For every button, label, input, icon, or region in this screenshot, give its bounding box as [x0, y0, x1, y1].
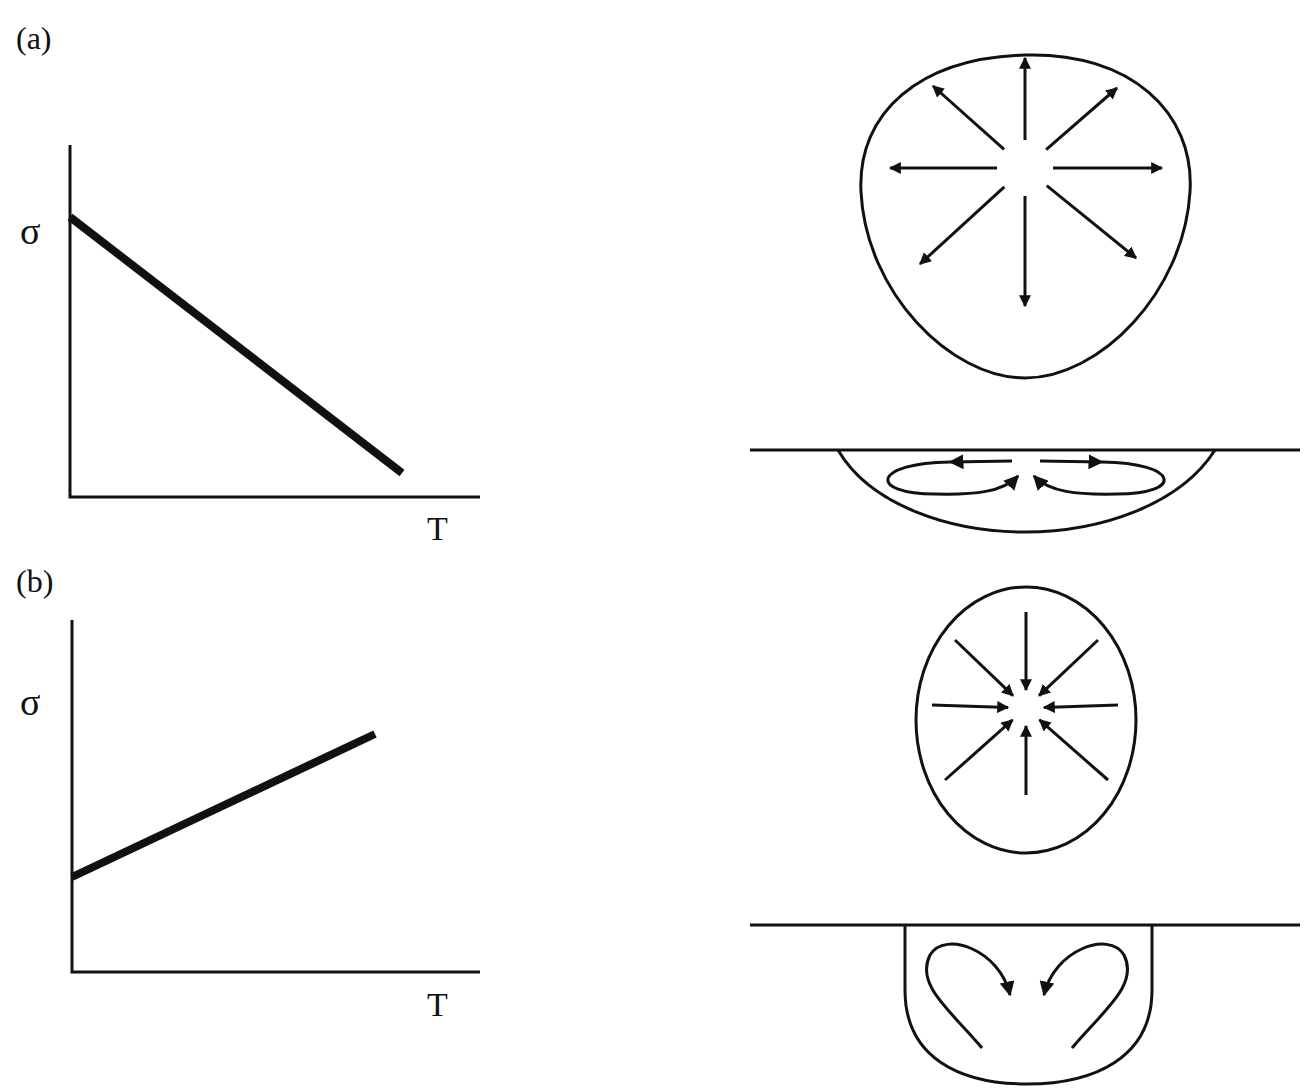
- axes: [70, 145, 480, 497]
- flow-arrow: [1024, 58, 1027, 140]
- surface-line: [750, 924, 1300, 927]
- pool-outline: [905, 925, 1152, 1084]
- inward-arrows: [932, 612, 1118, 795]
- flow-arrow: [1024, 196, 1027, 306]
- panel-label: (a): [16, 22, 52, 54]
- pool-outline: [838, 450, 1215, 532]
- flow-arrow: [932, 705, 1008, 707]
- panel-label: (b): [16, 565, 53, 597]
- pool-outline: [916, 587, 1136, 853]
- outward-arrows: [890, 58, 1162, 306]
- flow-arrow: [1040, 720, 1108, 780]
- surface-line: [750, 449, 1300, 452]
- flow-arrow: [888, 462, 1018, 494]
- flow-arrow: [890, 167, 997, 170]
- sigma-curve: [70, 217, 402, 473]
- flow-arrow: [955, 640, 1013, 696]
- flow-arrow: [945, 720, 1013, 780]
- flow-arrow: [1053, 167, 1162, 170]
- pool-section-a: [750, 450, 1300, 532]
- graph-b: [72, 620, 480, 972]
- flow-arrow: [1025, 612, 1028, 690]
- pool-section-b: [750, 925, 1300, 1084]
- flow-arrow: [933, 86, 1004, 149]
- graph-a: [70, 145, 480, 497]
- pool-top-a: [861, 55, 1190, 378]
- axes: [72, 620, 480, 972]
- axis-label: σ: [20, 683, 40, 721]
- flow-arrow: [1034, 462, 1164, 494]
- flow-arrow: [926, 944, 1010, 1048]
- flow-arrow: [950, 461, 1012, 462]
- flow-arrow: [1040, 461, 1102, 462]
- pool-top-b: [916, 587, 1136, 853]
- axis-label: T: [427, 512, 448, 546]
- flow-arrow: [1046, 88, 1117, 150]
- axis-label: σ: [20, 212, 40, 250]
- flow-arrow: [1047, 186, 1136, 258]
- flow-arrow: [1044, 705, 1118, 707]
- flow-arrow: [1039, 640, 1098, 696]
- flow-arrow: [1025, 726, 1028, 795]
- flow-arrow: [1044, 944, 1128, 1048]
- flow-arrow: [920, 187, 1004, 264]
- pool-outline: [861, 55, 1190, 378]
- axis-label: T: [427, 988, 448, 1022]
- sigma-curve: [72, 734, 375, 877]
